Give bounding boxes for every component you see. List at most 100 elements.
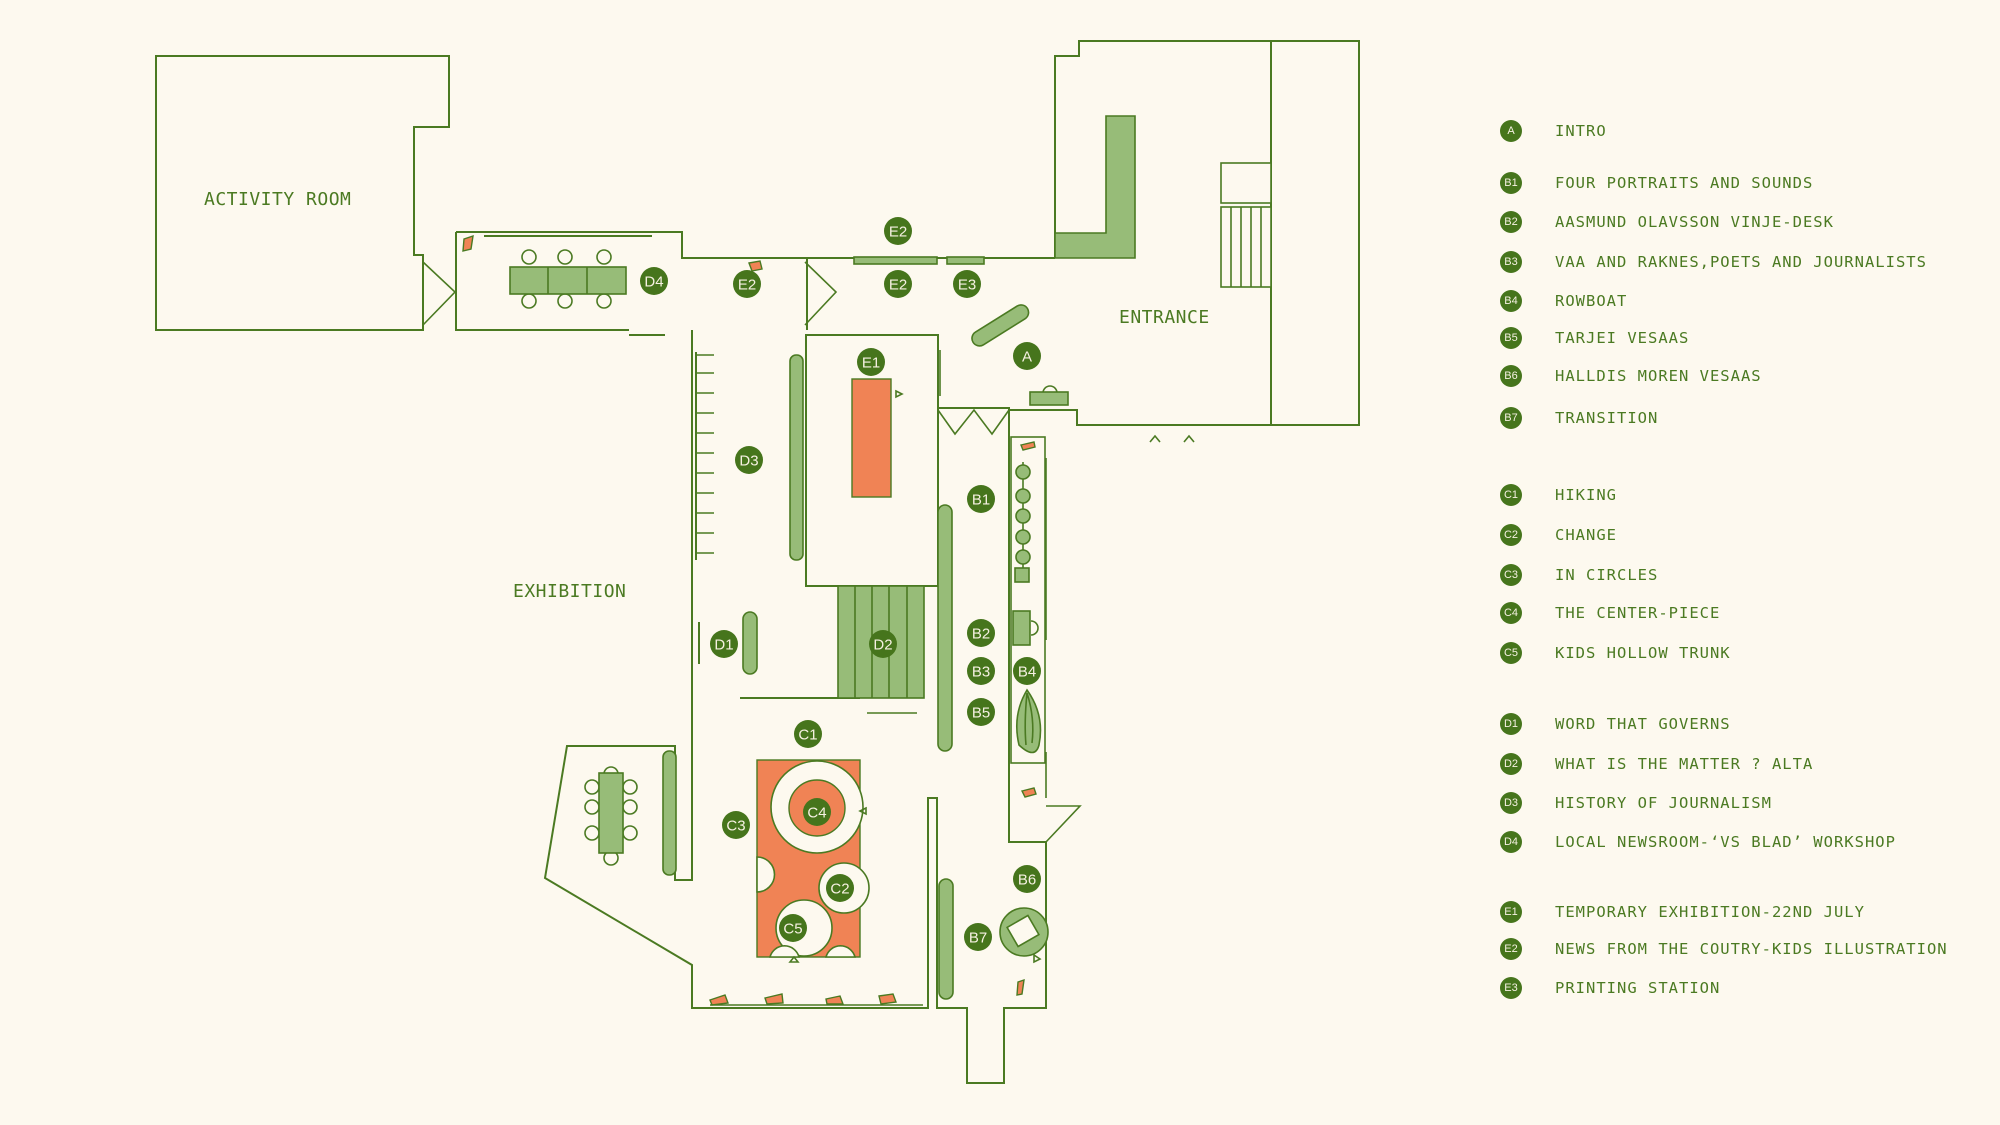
map-marker-e2[interactable]: E2 [733,270,761,298]
intro-desk [1029,385,1069,406]
legend-label: TRANSITION [1555,409,1659,427]
entrance-stairs [1220,206,1272,288]
map-marker-d1[interactable]: D1 [710,630,738,658]
legend-item-b7: B7 TRANSITION [1500,406,1658,430]
legend-item-b1: B1 FOUR PORTRAITS AND SOUNDS [1500,171,1813,195]
svg-text:E2: E2 [738,277,756,294]
intro-bench [971,304,1030,347]
legend-badge: B5 [1500,327,1522,349]
d2-exhibit [837,585,925,699]
map-marker-a[interactable]: A [1013,342,1041,370]
map-marker-b6[interactable]: B6 [1013,865,1041,893]
svg-text:B4: B4 [1018,664,1036,681]
svg-text:B3: B3 [972,664,990,681]
b7-bench [938,878,954,1000]
svg-text:E2: E2 [889,277,907,294]
c-floor-shapes [709,993,897,1006]
legend-badge: D4 [1500,831,1522,853]
legend-label: THE CENTER-PIECE [1555,604,1721,622]
legend-label: KIDS HOLLOW TRUNK [1555,644,1731,662]
b6-round-table [999,907,1049,957]
svg-text:B2: B2 [972,626,990,643]
e1-exhibit [851,378,892,498]
svg-text:B7: B7 [969,930,987,947]
map-marker-c4[interactable]: C4 [803,798,831,826]
legend-label: HIKING [1555,486,1617,504]
legend-badge: C1 [1500,484,1522,506]
svg-text:C2: C2 [830,881,849,898]
map-marker-e1[interactable]: E1 [857,348,885,376]
map-marker-c1[interactable]: C1 [794,720,822,748]
legend-badge: C2 [1500,524,1522,546]
map-marker-e2[interactable]: E2 [884,217,912,245]
legend-item-b6: B6 HALLDIS MOREN VESAAS [1500,364,1762,388]
legend-label: ROWBOAT [1555,292,1628,310]
map-marker-e3[interactable]: E3 [953,270,981,298]
legend-badge: D2 [1500,753,1522,775]
exhibition-corner [1045,805,1082,843]
legend-badge: B7 [1500,407,1522,429]
legend-badge: C3 [1500,564,1522,586]
left-annex-table [584,750,677,876]
map-marker-b4[interactable]: B4 [1013,657,1041,685]
d3-shelving [695,352,714,560]
legend-badge: B6 [1500,365,1522,387]
map-marker-b1[interactable]: B1 [967,485,995,513]
legend-label: HISTORY OF JOURNALISM [1555,794,1772,812]
legend-label: CHANGE [1555,526,1617,544]
entrance-counter [1054,115,1136,259]
c-area [756,759,870,958]
legend-badge: B1 [1500,172,1522,194]
room-label-exhibition: EXHIBITION [513,581,626,602]
d1-bench [742,611,758,675]
map-marker-d3[interactable]: D3 [735,446,763,474]
entrance-arrows [1149,434,1195,443]
map-marker-c3[interactable]: C3 [722,811,750,839]
legend-item-c1: C1 HIKING [1500,483,1617,507]
e2-shelf [853,256,938,265]
legend-badge: D1 [1500,713,1522,735]
room-label-entrance: ENTRANCE [1119,307,1210,328]
legend-item-c2: C2 CHANGE [1500,523,1617,547]
legend-label: INTRO [1555,122,1607,140]
map-marker-d2[interactable]: D2 [869,630,897,658]
map-marker-b7[interactable]: B7 [964,923,992,951]
svg-text:D2: D2 [873,637,892,654]
legend-label: WHAT IS THE MATTER ? ALTA [1555,755,1814,773]
legend-badge: A [1500,120,1522,142]
activity-room-wall [155,55,450,331]
legend-label: FOUR PORTRAITS AND SOUNDS [1555,174,1814,192]
legend-badge: E3 [1500,977,1522,999]
svg-text:B1: B1 [972,492,990,509]
map-marker-e2[interactable]: E2 [884,270,912,298]
legend-label: TEMPORARY EXHIBITION-22ND JULY [1555,903,1865,921]
d4-table [484,235,652,309]
map-marker-d4[interactable]: D4 [640,267,668,295]
legend-item-e1: E1 TEMPORARY EXHIBITION-22ND JULY [1500,900,1865,924]
legend-label: HALLDIS MOREN VESAAS [1555,367,1762,385]
map-marker-b2[interactable]: B2 [967,619,995,647]
map-marker-b5[interactable]: B5 [967,698,995,726]
map-marker-c5[interactable]: C5 [779,914,807,942]
svg-text:C5: C5 [783,921,802,938]
map-marker-b3[interactable]: B3 [967,657,995,685]
map-marker-c2[interactable]: C2 [826,874,854,902]
legend-item-c4: C4 THE CENTER-PIECE [1500,601,1720,625]
b-wall-shelf [937,504,953,752]
legend-badge: B2 [1500,211,1522,233]
legend-badge: C4 [1500,602,1522,624]
entrance-wall [1009,40,1360,426]
svg-text:E2: E2 [889,224,907,241]
d3-bench [789,354,804,561]
legend-item-a: A INTRO [1500,119,1607,143]
legend-badge: E1 [1500,901,1522,923]
b-section-door [937,408,1010,436]
svg-text:E3: E3 [958,277,976,294]
